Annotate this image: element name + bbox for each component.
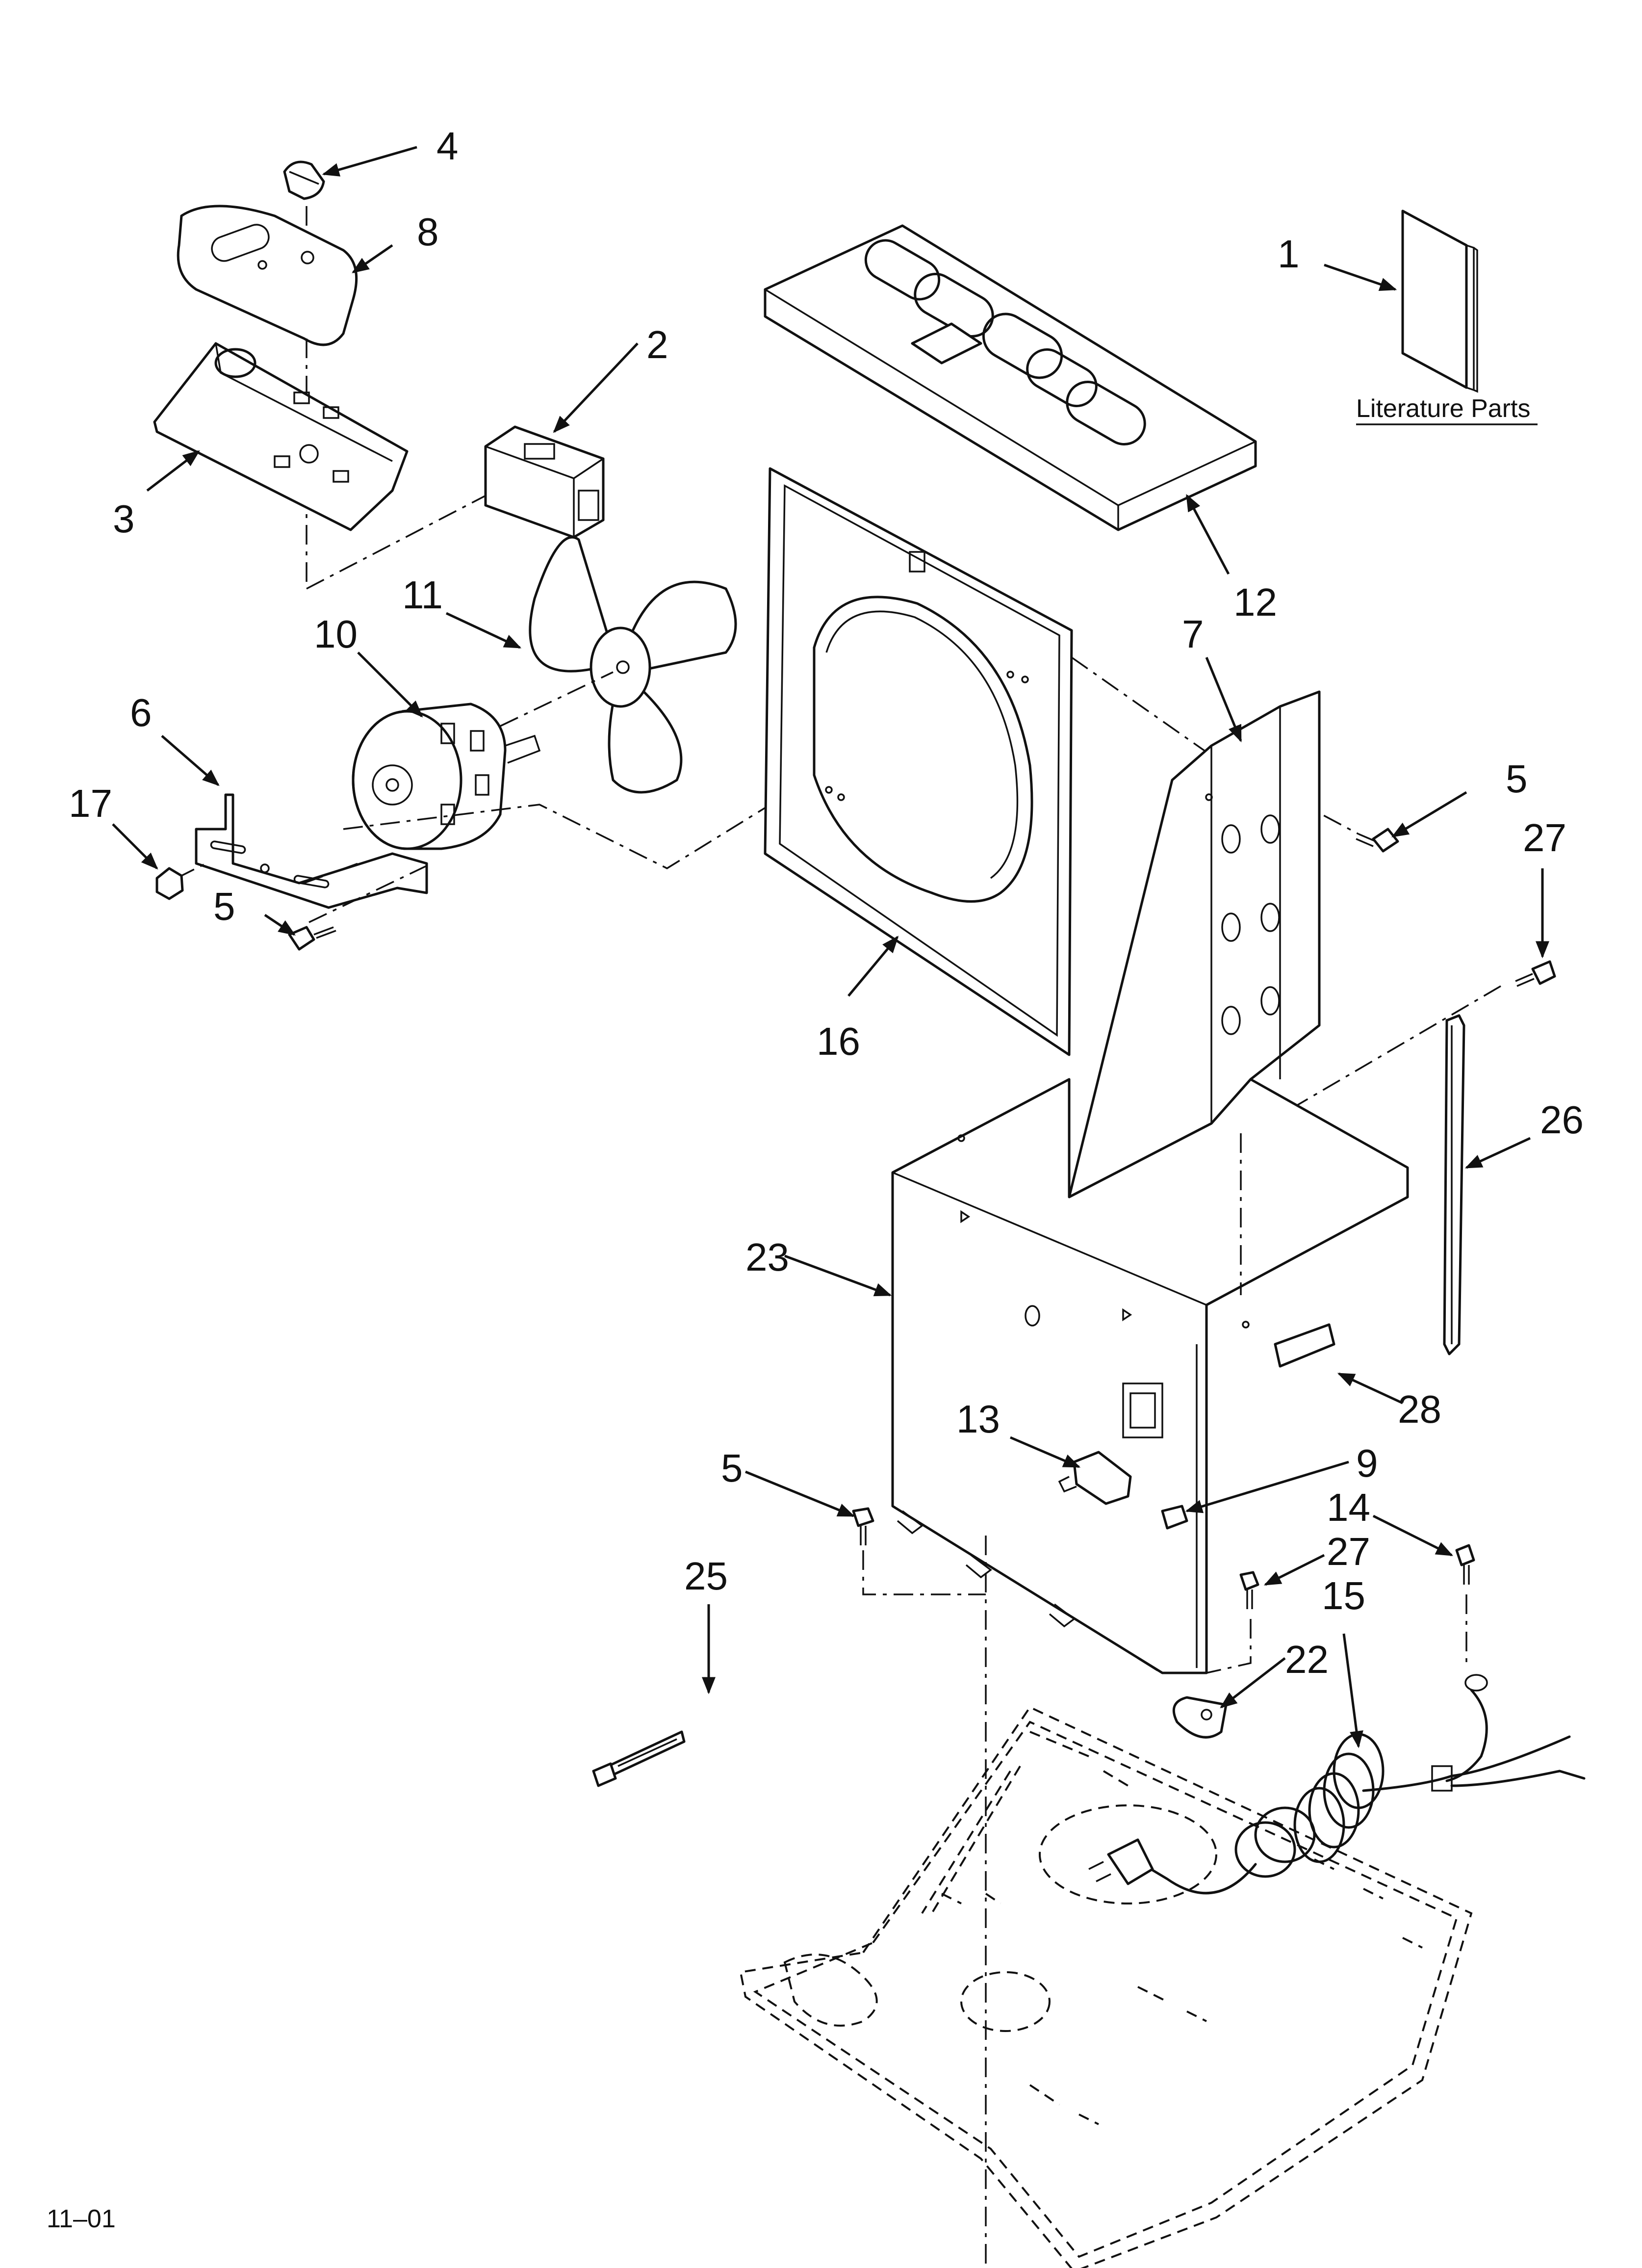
callout-23: 23	[745, 1235, 789, 1279]
callout-5-right: 5	[1506, 757, 1528, 801]
strap-part	[1274, 1323, 1335, 1368]
fan-shroud-part	[764, 467, 1073, 1056]
motor-bracket-part	[195, 793, 428, 909]
control-knob-part	[283, 160, 325, 200]
leader-lines	[112, 146, 1549, 1748]
callout-16: 16	[817, 1019, 860, 1063]
panel-overlay-part	[177, 205, 358, 346]
fan-axis-line	[500, 671, 614, 727]
literature-booklet-part	[1401, 209, 1478, 393]
callout-27-upper: 27	[1523, 816, 1566, 860]
callout-25: 25	[684, 1554, 728, 1598]
screw-part-lower	[852, 1507, 874, 1545]
thermostat-part	[1058, 1451, 1132, 1505]
clip-part	[1161, 1505, 1188, 1530]
literature-parts-caption: Literature Parts	[1356, 394, 1531, 423]
callout-7: 7	[1182, 612, 1204, 656]
callout-6: 6	[130, 691, 152, 734]
callout-26: 26	[1540, 1098, 1584, 1142]
revision-code: 11–01	[47, 2205, 116, 2233]
callout-27-lower: 27	[1327, 1530, 1370, 1573]
side-rail-part	[1443, 1014, 1465, 1356]
callout-5-lower: 5	[721, 1446, 743, 1490]
lower-screw-axis-line	[862, 1550, 986, 1595]
cord-clamp-part	[1172, 1696, 1228, 1739]
callout-1: 1	[1278, 232, 1300, 276]
ground-screw-part	[1455, 1544, 1475, 1585]
callout-8: 8	[417, 210, 439, 254]
callout-11: 11	[402, 573, 443, 617]
callout-5-left: 5	[213, 885, 235, 928]
bracket-screw-line	[308, 862, 432, 923]
screw-27-upper	[1515, 960, 1556, 987]
power-cord-part	[1088, 1674, 1586, 1895]
callout-4: 4	[436, 124, 459, 168]
lower-screw-27-axis-line	[1206, 1619, 1252, 1674]
rotary-switch-part	[484, 425, 605, 539]
callout-13: 13	[956, 1397, 1000, 1441]
screw-part-bracket	[288, 926, 336, 951]
callout-3: 3	[113, 497, 135, 541]
callout-9: 9	[1356, 1441, 1378, 1485]
cabinet-part	[891, 1078, 1409, 1674]
housing-to-switch-line	[306, 490, 496, 590]
callout-14: 14	[1327, 1486, 1370, 1529]
callout-22: 22	[1285, 1638, 1329, 1681]
callout-17: 17	[69, 782, 112, 825]
fan-motor-part	[352, 703, 541, 850]
screw-part-right	[1356, 828, 1399, 853]
screw-27-lower	[1239, 1571, 1259, 1609]
base-pan-ghost	[739, 1706, 1473, 2268]
callout-15: 15	[1322, 1574, 1365, 1617]
cable-tie-part	[592, 1730, 686, 1787]
callout-28: 28	[1398, 1387, 1441, 1431]
callout-10: 10	[314, 612, 358, 656]
callout-12: 12	[1233, 580, 1277, 624]
control-housing-part	[153, 342, 409, 531]
top-cover-part	[764, 224, 1257, 531]
hex-nut-part	[155, 867, 184, 900]
callout-2: 2	[646, 323, 668, 366]
fan-blade-part	[529, 536, 737, 794]
